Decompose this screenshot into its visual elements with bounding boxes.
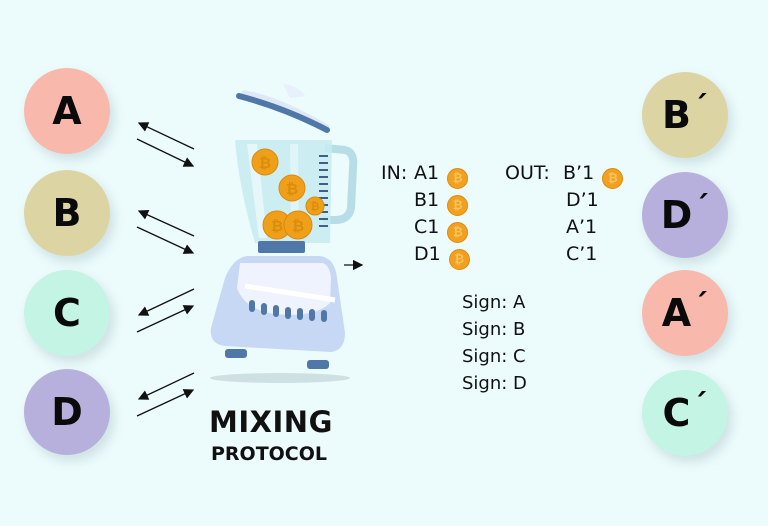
arrow-to-blender-d: [136, 389, 195, 417]
arrow-to-blender-b: [136, 226, 195, 254]
prime-mark: ´: [692, 387, 708, 423]
tx-out-label: OUT:: [505, 162, 550, 184]
output-label: D: [660, 193, 693, 237]
tx-in-label: IN:: [381, 162, 408, 184]
output-circle-d-prime: D´: [642, 172, 728, 258]
input-label: A: [52, 89, 82, 133]
prime-mark: ´: [693, 287, 709, 323]
arrow-from-blender-b: [137, 210, 195, 237]
tx-in-item: A1 ₿: [414, 159, 469, 189]
bitcoin-icon: ₿: [251, 148, 279, 176]
svg-text:₿: ₿: [286, 180, 298, 198]
bitcoin-icon: ₿: [305, 196, 325, 216]
output-label: C: [662, 391, 691, 435]
jar-handle: [323, 144, 358, 224]
bitcoin-icon: ₿: [447, 168, 469, 189]
svg-text:₿: ₿: [259, 154, 271, 172]
input-circle-d: D: [24, 369, 110, 455]
input-circle-c: C: [24, 270, 110, 356]
input-circle-a: A: [24, 68, 110, 154]
arrow-from-blender-d: [137, 372, 195, 400]
bitcoin-icon: ₿: [447, 222, 469, 243]
prime-mark: ´: [694, 189, 710, 225]
bitcoin-icon: ₿: [448, 249, 470, 270]
diagram-title: MIXING: [209, 405, 333, 439]
arrow-to-blender-a: [136, 138, 195, 167]
arrow-to-blender-c: [136, 305, 195, 333]
bitcoin-icon: ₿: [262, 210, 292, 240]
bitcoin-icon: ₿: [283, 210, 313, 240]
signature-line: Sign: B: [462, 319, 526, 340]
blender-illustration: ₿ ₿ ₿ ₿ ₿: [210, 84, 358, 383]
output-circle-a-prime: A´: [642, 270, 728, 356]
output-label: A: [661, 291, 692, 335]
control-buttons: [249, 300, 327, 322]
signature-line: Sign: A: [462, 292, 526, 313]
input-label: B: [52, 191, 82, 235]
blender-lid: [236, 84, 330, 133]
bitcoin-icon: ₿: [447, 195, 469, 216]
signature-line: Sign: C: [462, 346, 526, 367]
blender-shadow: [210, 373, 350, 383]
tx-out-item: C’1: [566, 243, 598, 265]
tx-in-item: C1 ₿: [414, 213, 469, 243]
tx-in-item: D1 ₿: [414, 240, 470, 270]
prime-mark: ´: [692, 89, 708, 125]
tx-out-item: D’1: [566, 189, 599, 211]
output-circle-c-prime: C´: [642, 370, 728, 456]
signature-line: Sign: D: [462, 373, 527, 394]
output-circle-b-prime: B´: [642, 72, 728, 158]
bitcoin-icon: ₿: [278, 174, 306, 202]
tx-out-item: B’1 ₿: [563, 159, 624, 189]
svg-text:₿: ₿: [271, 217, 283, 235]
diagram-subtitle: PROTOCOL: [210, 443, 328, 465]
tx-in-item: B1 ₿: [414, 186, 469, 216]
tx-out-item: A’1: [566, 216, 598, 238]
measure-ticks: [319, 155, 328, 227]
arrow-from-blender-c: [137, 288, 195, 316]
arrow-from-blender-a: [137, 122, 195, 150]
input-circle-b: B: [24, 170, 110, 256]
jar-collar: [258, 241, 305, 253]
svg-text:₿: ₿: [311, 200, 320, 213]
bitcoin-icon: ₿: [602, 168, 624, 189]
output-label: B: [662, 93, 691, 137]
svg-text:₿: ₿: [292, 217, 304, 235]
input-label: C: [53, 291, 81, 335]
input-label: D: [51, 390, 83, 434]
